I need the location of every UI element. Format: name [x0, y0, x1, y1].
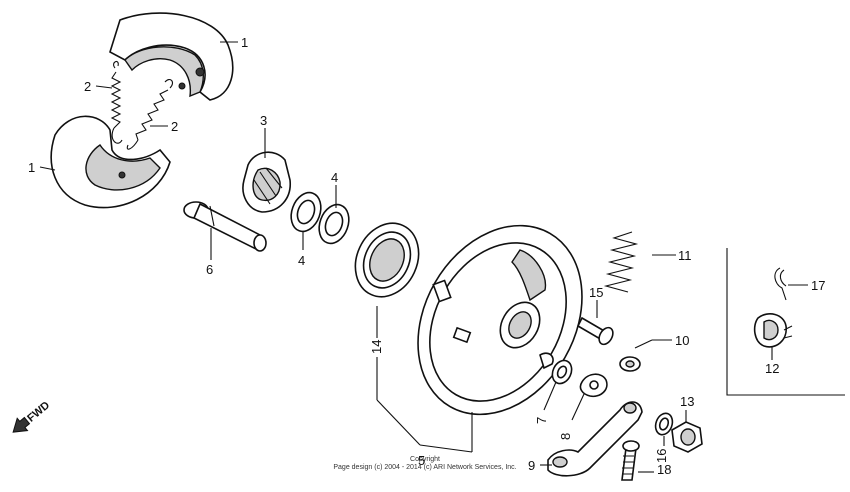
label-17-clip: 17: [811, 278, 825, 293]
label-13-nut: 13: [680, 394, 694, 409]
brake-arm[interactable]: [547, 401, 643, 477]
label-4-washer-b: 4: [331, 170, 338, 185]
label-6-cam-shaft: 6: [206, 262, 213, 277]
washer-7[interactable]: [549, 357, 575, 386]
washer-a[interactable]: [286, 188, 326, 235]
arrow-icon: [12, 416, 31, 433]
label-8-plate: 8: [558, 433, 573, 440]
callout-labels: 1 1 2 2 3 4 4 6 11 15 10 14 7 8 9 18 16 …: [28, 35, 825, 477]
brake-panel[interactable]: [385, 196, 615, 444]
brake-shoe-upper[interactable]: [109, 12, 234, 101]
dust-seal[interactable]: [619, 356, 641, 372]
spring-left[interactable]: [110, 60, 123, 144]
label-16-washer: 16: [654, 449, 669, 463]
label-1-lower-shoe: 1: [28, 160, 35, 175]
fwd-label: FWD: [25, 399, 52, 424]
inset-frame: [726, 248, 845, 396]
label-3-cam: 3: [260, 113, 267, 128]
label-2-left-spring: 2: [84, 79, 91, 94]
label-15-pin: 15: [589, 285, 603, 300]
label-2-right-spring: 2: [171, 119, 178, 134]
fwd-arrow: FWD: [12, 399, 52, 433]
label-14-oil-seal: 14: [369, 340, 384, 354]
label-4-washer-a: 4: [298, 253, 305, 268]
callout-leaders: [39, 41, 808, 473]
label-10-dust-seal: 10: [675, 333, 689, 348]
brake-shoe-lower[interactable]: [50, 115, 171, 209]
wear-indicator-plate[interactable]: [579, 373, 608, 398]
copyright-line-1: Copyright: [410, 456, 440, 463]
brake-cam-shaft[interactable]: [183, 201, 267, 252]
label-5-panel: 5: [418, 453, 425, 468]
washer-16[interactable]: [653, 411, 676, 437]
label-9-arm: 9: [528, 458, 535, 473]
brake-cam-indicator[interactable]: [242, 151, 291, 213]
label-1-upper-shoe: 1: [241, 35, 248, 50]
bolt[interactable]: [621, 440, 640, 481]
label-11-spring: 11: [678, 248, 692, 263]
spring-right[interactable]: [126, 79, 174, 150]
clip[interactable]: [774, 267, 787, 301]
stop-switch[interactable]: [753, 313, 793, 348]
label-12-switch: 12: [765, 361, 779, 376]
copyright-line-2: Page design (c) 2004 - 2014 (c) ARI Netw…: [333, 464, 516, 471]
nut[interactable]: [671, 421, 703, 453]
return-spring[interactable]: [603, 231, 639, 293]
label-7-washer: 7: [534, 417, 549, 424]
label-18-bolt: 18: [657, 462, 671, 477]
oil-seal[interactable]: [344, 213, 430, 307]
washer-b[interactable]: [314, 200, 354, 247]
pin[interactable]: [576, 316, 616, 347]
copyright: Copyright Page design (c) 2004 - 2014 (c…: [333, 456, 516, 471]
